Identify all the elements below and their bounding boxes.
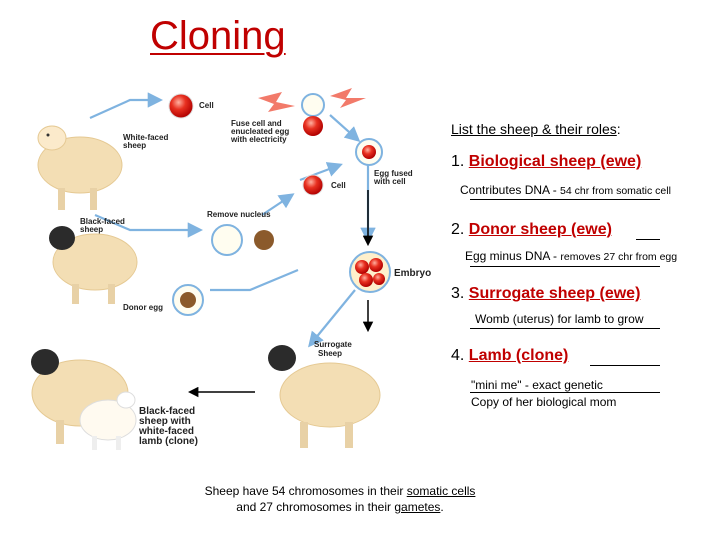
embryo-icon	[349, 251, 391, 293]
label-black-faced-2: sheep	[80, 225, 103, 234]
white-faced-sheep-icon	[37, 125, 123, 210]
label-egg-fused-2: with cell	[373, 177, 406, 186]
label-embryo: Embryo	[394, 268, 431, 279]
role-name: Donor sheep (ewe)	[468, 221, 612, 238]
roles-heading-text: List the sheep & their roles	[451, 121, 617, 137]
label-fuse-3: with electricity	[230, 135, 287, 144]
label-cell-top: Cell	[199, 101, 214, 110]
role-item-2: 2. Donor sheep (ewe)	[451, 221, 612, 239]
role-note-text-2: Copy of her biological mom	[471, 395, 617, 409]
electricity-icon	[258, 88, 366, 112]
fuse-egg-icon	[303, 116, 323, 136]
page-title: Cloning	[150, 14, 286, 58]
label-surrogate-2: Sheep	[318, 349, 342, 358]
arrow-donor-to-fuse	[210, 268, 299, 292]
role-item-4: 4. Lamb (clone)	[451, 347, 568, 365]
role-note-3: Womb (uterus) for lamb to grow	[475, 312, 644, 326]
label-white-faced-1: White-faced	[123, 133, 168, 142]
label-remove-nucleus: Remove nucleus	[207, 210, 271, 219]
cells	[168, 93, 391, 316]
role-item-1: 1. Biological sheep (ewe)	[451, 153, 641, 171]
footer-line1: Sheep have 54 chromosomes in their	[204, 484, 407, 498]
label-clone-1: Black-faced	[139, 406, 195, 417]
footer-note: Sheep have 54 chromosomes in their somat…	[150, 483, 530, 515]
label-clone-3: white-faced	[138, 426, 194, 437]
role-name: Biological sheep (ewe)	[468, 153, 642, 170]
role-name: Lamb (clone)	[468, 347, 569, 364]
role-note-small: removes 27 chr from egg	[560, 251, 678, 263]
answer-line	[470, 392, 660, 393]
clone-lamb-icon	[79, 391, 137, 450]
role-note-text: Womb (uterus) for lamb to grow	[475, 312, 644, 326]
label-surrogate-1: Surrogate	[314, 340, 352, 349]
footer-line2: and 27 chromosomes in their	[236, 500, 395, 514]
role-note-text: Contributes DNA -	[460, 183, 561, 197]
answer-line	[470, 328, 660, 329]
answer-line	[636, 239, 660, 240]
black-arrows	[187, 190, 374, 398]
arrow-nucleus-to-fuse	[261, 193, 295, 216]
role-note-text: Egg minus DNA -	[465, 249, 561, 263]
label-white-faced-2: sheep	[123, 141, 146, 150]
roles-heading: List the sheep & their roles:	[451, 121, 621, 137]
role-note-1: Contributes DNA - 54 chr from somatic ce…	[460, 183, 671, 197]
role-number: 3.	[451, 285, 465, 302]
label-donor-egg: Donor egg	[123, 303, 163, 312]
arrow-fuse-to-egg	[329, 114, 361, 143]
role-item-3: 3. Surrogate sheep (ewe)	[451, 285, 640, 303]
role-note-small: 54 chr from somatic cell	[560, 185, 671, 197]
arrow-sheep-to-cell	[89, 92, 164, 120]
enucleated-egg-icon	[211, 224, 243, 256]
fuse-cell-icon	[301, 93, 325, 117]
footer-period: .	[440, 500, 444, 514]
surrogate-sheep-icon	[268, 345, 381, 448]
answer-line	[470, 266, 660, 267]
role-number: 2.	[451, 221, 465, 238]
cell-mid-icon	[302, 174, 324, 196]
cell-top-icon	[168, 93, 194, 119]
answer-line	[590, 365, 660, 366]
arrow-black-sheep-to-egg	[94, 213, 204, 238]
answer-line	[470, 199, 660, 200]
label-fuse-1: Fuse cell and	[231, 119, 282, 128]
footer-term-somatic: somatic cells	[406, 484, 476, 498]
role-name: Surrogate sheep (ewe)	[468, 285, 641, 302]
label-fuse-2: enucleated egg	[231, 127, 289, 136]
label-cell-mid: Cell	[331, 181, 346, 190]
arrow-embryo-to-surrogate	[308, 289, 356, 348]
label-egg-fused-1: Egg fused	[374, 169, 413, 178]
removed-nucleus-icon	[254, 230, 274, 250]
role-number: 1.	[451, 153, 465, 170]
label-clone-4: lamb (clone)	[139, 436, 198, 447]
roles-heading-colon: :	[616, 121, 621, 137]
role-note-4: "mini me" - exact genetic	[471, 378, 603, 392]
role-number: 4.	[451, 347, 465, 364]
label-black-faced-1: Black-faced	[80, 217, 125, 226]
black-faced-sheep-icon	[49, 226, 138, 304]
role-note-2: Egg minus DNA - removes 27 chr from egg	[465, 249, 677, 263]
role-note-4b: Copy of her biological mom	[471, 395, 616, 409]
label-clone-2: sheep with	[139, 416, 191, 427]
role-note-text: "mini me" - exact genetic	[471, 378, 603, 392]
footer-term-gametes: gametes	[394, 500, 441, 514]
